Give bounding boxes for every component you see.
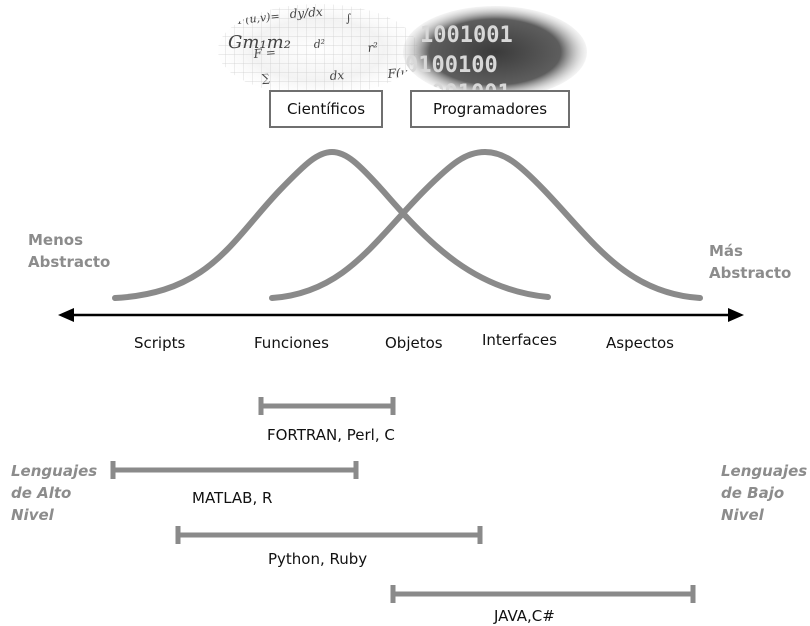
- low-level-line-1: Lenguajes: [721, 462, 808, 480]
- more-abstract-line-1: Más: [709, 242, 743, 260]
- low-level-line-3: Nivel: [721, 506, 764, 524]
- math-glyph: d²: [313, 37, 325, 51]
- category-scripts: Scripts: [134, 334, 186, 352]
- math-glyph: F(u: [386, 65, 409, 81]
- math-glyph: dx: [329, 68, 345, 83]
- math-glyph: ∫: [345, 12, 352, 25]
- less-abstract-line-1: Menos: [28, 231, 84, 249]
- category-aspectos: Aspectos: [606, 334, 674, 352]
- range-bar-fortran: [258, 397, 396, 415]
- high-level-languages-label: Lenguajes de Alto Nivel: [11, 460, 97, 526]
- range-bar-matlab: [110, 461, 359, 479]
- axis-right-arrowhead: [728, 308, 744, 322]
- scientists-label: Científicos: [286, 100, 366, 118]
- less-abstract-line-2: Abstracto: [28, 253, 111, 271]
- programmers-label: Programadores: [432, 100, 548, 118]
- programmers-box: Programadores: [410, 90, 570, 128]
- category-objetos: Objetos: [385, 334, 443, 352]
- category-funciones: Funciones: [254, 334, 329, 352]
- math-glyph: Gm₁m₂: [228, 32, 291, 53]
- programmers-curve: [269, 148, 703, 301]
- math-glyph: r²: [367, 40, 379, 55]
- category-interfaces: Interfaces: [482, 331, 557, 349]
- range-label-python: Python, Ruby: [268, 550, 368, 568]
- less-abstract-label: Menos Abstracto: [28, 229, 110, 273]
- high-level-line-1: Lenguajes: [11, 462, 98, 480]
- axis-left-arrowhead: [58, 308, 74, 322]
- range-label-fortran: FORTRAN, Perl, C: [267, 426, 395, 444]
- high-level-line-3: Nivel: [11, 506, 54, 524]
- scientists-curve: [112, 148, 551, 301]
- math-glyph: ∑: [261, 72, 270, 85]
- low-level-line-2: de Bajo: [721, 484, 785, 502]
- math-glyph: dy/dx: [289, 5, 323, 21]
- high-level-line-2: de Alto: [11, 484, 72, 502]
- more-abstract-label: Más Abstracto: [709, 240, 791, 284]
- range-bar-java: [390, 585, 696, 603]
- range-label-matlab: MATLAB, R: [192, 489, 273, 507]
- range-label-java: JAVA,C#: [494, 607, 555, 625]
- range-bar-python: [175, 526, 483, 544]
- low-level-languages-label: Lenguajes de Bajo Nivel: [721, 460, 807, 526]
- binary-glyph: 0100100: [405, 53, 498, 78]
- binary-glyph: 1001001: [420, 23, 513, 48]
- abstraction-axis: [58, 308, 744, 322]
- more-abstract-line-2: Abstracto: [709, 264, 792, 282]
- math-glyph: F =: [252, 45, 276, 61]
- scientists-box: Científicos: [269, 90, 383, 128]
